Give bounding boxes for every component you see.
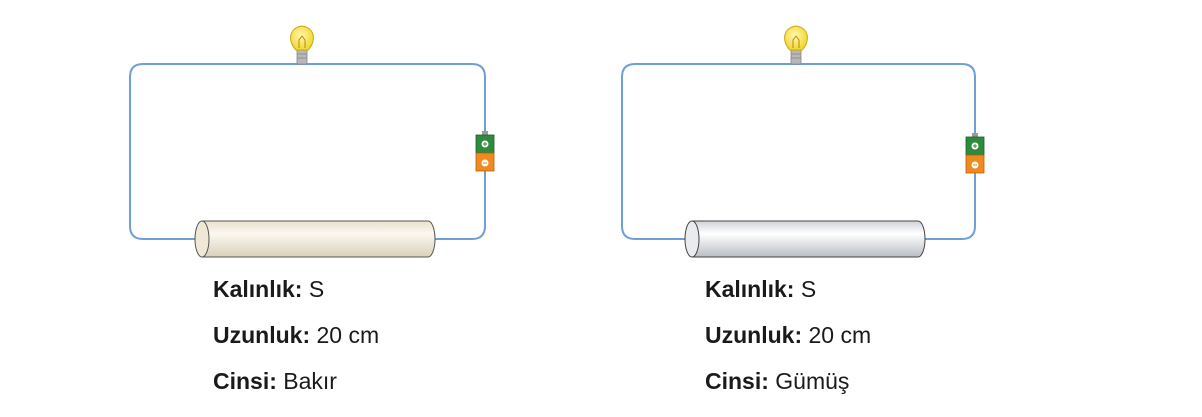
thickness-value: S [308,276,325,302]
length-label: Uzunluk: [705,322,803,348]
circuit-copper: Kalınlık: S Uzunluk: 20 cm Cinsi: Bakır [110,0,530,417]
wire [129,63,486,240]
material-row: Cinsi: Bakır [213,358,379,404]
light-bulb-icon [784,25,808,65]
thickness-label: Kalınlık: [213,276,303,302]
conductor-rod [194,220,436,258]
thickness-row: Kalınlık: S [705,266,871,312]
thickness-label: Kalınlık: [705,276,795,302]
material-value: Gümüş [775,368,850,394]
circuit-diagram [129,25,495,258]
conductor-properties: Kalınlık: S Uzunluk: 20 cm Cinsi: Bakır [213,266,379,404]
length-row: Uzunluk: 20 cm [213,312,379,358]
material-row: Cinsi: Gümüş [705,358,871,404]
circuit-silver: Kalınlık: S Uzunluk: 20 cm Cinsi: Gümüş [602,0,1022,417]
circuit-diagram [621,25,985,258]
light-bulb-icon [290,25,314,65]
wire [621,63,976,240]
battery-icon [965,133,985,174]
thickness-row: Kalınlık: S [213,266,379,312]
material-label: Cinsi: [705,368,769,394]
length-value: 20 cm [316,322,380,348]
material-value: Bakır [283,368,337,394]
thickness-value: S [800,276,817,302]
length-label: Uzunluk: [213,322,311,348]
conductor-properties: Kalınlık: S Uzunluk: 20 cm Cinsi: Gümüş [705,266,871,404]
length-row: Uzunluk: 20 cm [705,312,871,358]
battery-icon [475,131,495,172]
conductor-rod [684,220,926,258]
length-value: 20 cm [808,322,872,348]
material-label: Cinsi: [213,368,277,394]
